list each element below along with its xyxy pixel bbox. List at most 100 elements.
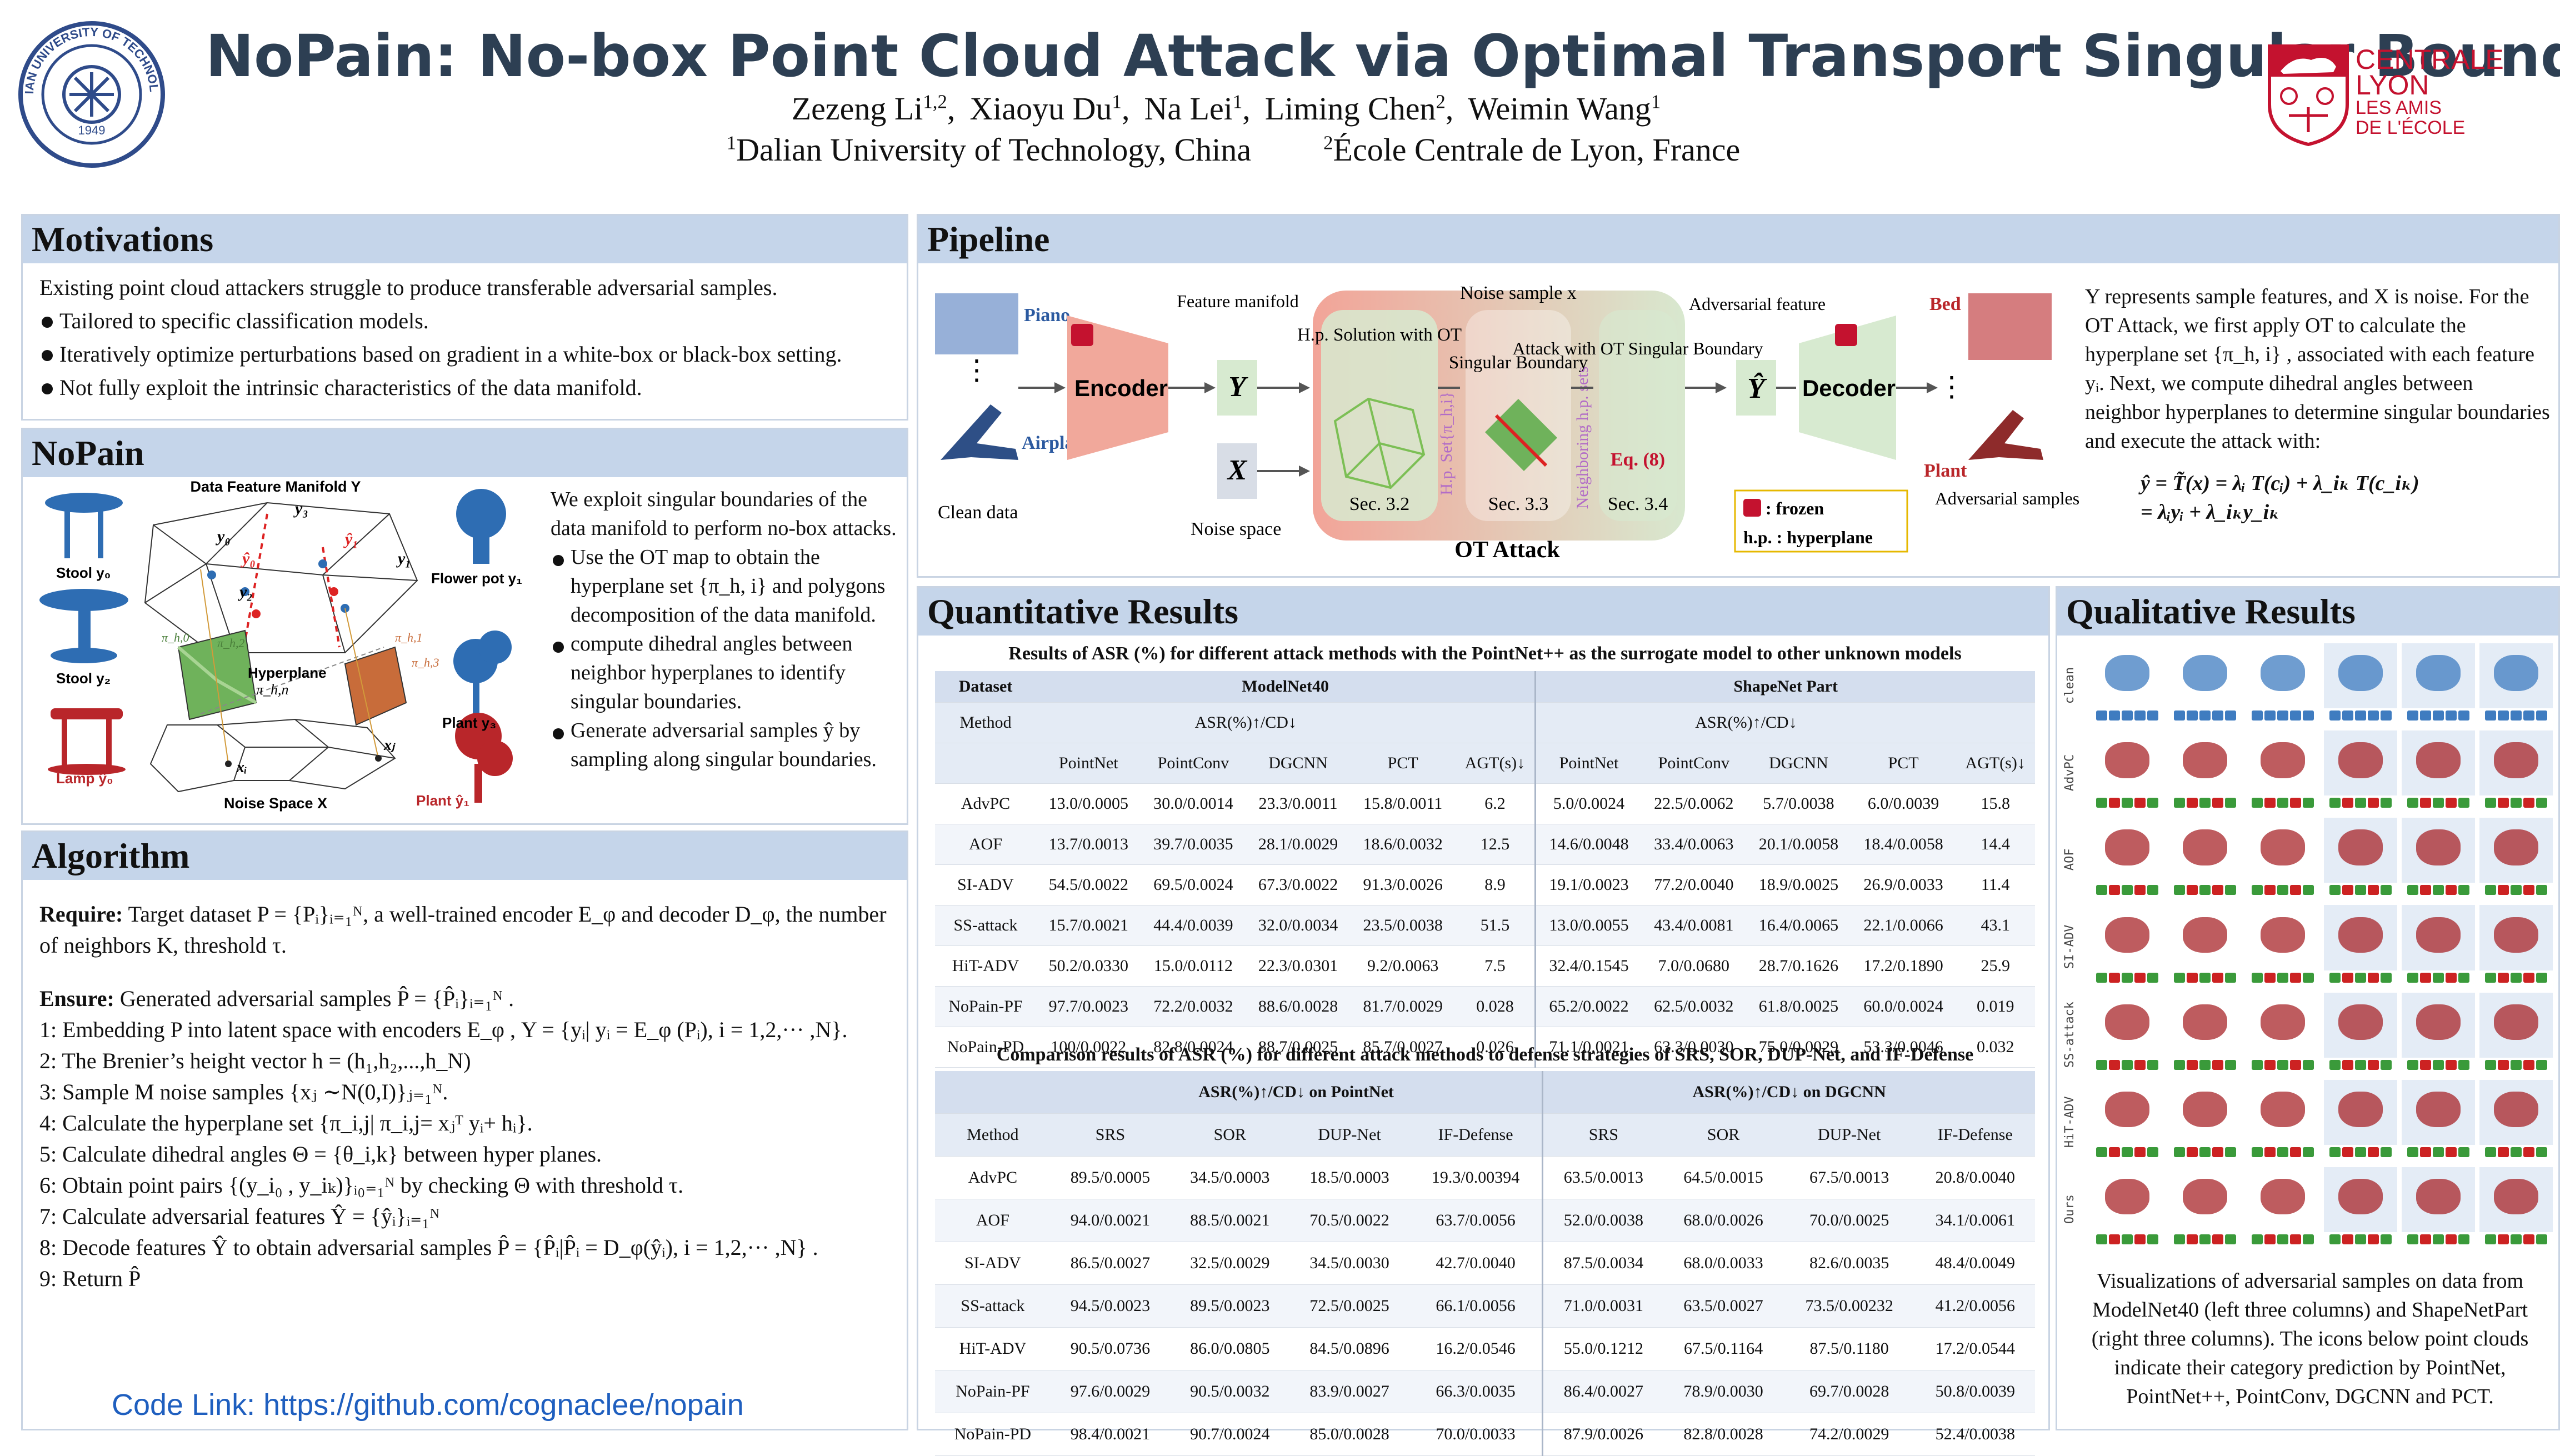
prediction-icon [2187, 798, 2198, 808]
prediction-icon [2277, 798, 2288, 808]
hp-set-label: H.p. Set{π_h,i} [1437, 391, 1456, 495]
pipeline-panel: Pipeline ⋮ Piano Airplane Clean data Enc… [917, 214, 2560, 578]
code-link[interactable]: Code Link: https://github.com/cognaclee/… [112, 1388, 744, 1422]
qual-sample [2091, 992, 2164, 1058]
table-cell: SRS [1542, 1113, 1664, 1157]
qual-sample [2479, 730, 2553, 796]
nopain-intro: We exploit singular boundaries of the da… [551, 488, 897, 540]
table-cell: 87.5/0.0034 [1542, 1242, 1664, 1285]
prediction-icon [2355, 972, 2366, 983]
qual-sample [2168, 643, 2242, 709]
table-cell: 63.5/0.0013 [1542, 1156, 1664, 1199]
centrale-line1: CENTRALE [2356, 44, 2504, 75]
prediction-icon [2212, 711, 2223, 721]
qual-prediction-icons [2402, 1234, 2475, 1247]
prediction-icon [2420, 711, 2431, 721]
prediction-icon [2122, 711, 2133, 721]
table-cell: 5.0/0.0024 [1534, 783, 1642, 824]
table-cell: 28.7/0.1626 [1746, 945, 1851, 987]
pipeline-equation2: = λᵢyᵢ + λ_iₖy_iₖ [2141, 501, 2281, 524]
prediction-icon [2212, 885, 2223, 895]
bullet-item: compute dihedral angles between neighbor… [551, 629, 901, 716]
prediction-icon [2212, 798, 2223, 808]
prediction-icon [2187, 972, 2198, 983]
prediction-icon [2252, 1059, 2263, 1070]
prediction-icon [2420, 1147, 2431, 1157]
table-cell: NoPain-PF [935, 986, 1037, 1027]
table-cell: 64.5/0.0015 [1663, 1156, 1783, 1199]
qual-sample [2479, 818, 2553, 883]
ensure-text: Generated adversarial samples P̂ = {P̂ᵢ}… [119, 986, 514, 1011]
prediction-icon [2187, 885, 2198, 895]
table-cell: 15.8/0.0011 [1350, 783, 1456, 824]
table-cell: 68.0/0.0026 [1663, 1199, 1783, 1242]
prediction-icon [2264, 711, 2276, 721]
table-cell: 72.5/0.0025 [1289, 1284, 1409, 1328]
prediction-icon [2485, 885, 2496, 895]
qual-prediction-icons [2479, 885, 2553, 897]
prediction-icon [2147, 972, 2158, 983]
table-cell: 52.0/0.0038 [1542, 1199, 1664, 1242]
table-cell: 72.2/0.0032 [1141, 986, 1246, 1027]
prediction-icon [2199, 711, 2211, 721]
table-cell: 34.5/0.0003 [1170, 1156, 1290, 1199]
prediction-icon [2174, 972, 2185, 983]
table-cell: 13.0/0.0005 [1036, 783, 1141, 824]
ensure-label: Ensure: [39, 986, 114, 1011]
qual-prediction-icons [2324, 972, 2397, 985]
table-cell: DGCNN [1246, 743, 1351, 784]
table-cell: 18.4/0.0058 [1851, 824, 1956, 865]
pipeline-label-piano: Piano [1024, 305, 1070, 326]
prediction-icon [2199, 972, 2211, 983]
table-cell: 70.0/0.0033 [1409, 1413, 1543, 1456]
table-cell: 22.1/0.0066 [1851, 905, 1956, 946]
label-hyperplane: Hyperplane [248, 664, 327, 681]
prediction-icon [2446, 1234, 2457, 1244]
prediction-icon [2407, 711, 2418, 721]
table-cell: 22.3/0.0301 [1246, 945, 1351, 987]
table-cell [1956, 702, 2035, 743]
noise-space-label: Noise space [1191, 519, 1281, 539]
author: Na Lei1, [1144, 91, 1251, 127]
qual-prediction-icons [2479, 972, 2553, 985]
motivations-heading: Motivations [23, 216, 907, 263]
nopain-panel: NoPain [21, 428, 908, 825]
X-label: X [1227, 454, 1248, 486]
qual-prediction-icons [2324, 1234, 2397, 1247]
table-cell: 43.1 [1956, 905, 2035, 946]
prediction-icon [2199, 798, 2211, 808]
prediction-icon [2498, 972, 2509, 983]
prediction-icon [2264, 1059, 2276, 1070]
prediction-icon [2109, 798, 2120, 808]
table-cell: ASR(%)↑/CD↓ [1036, 702, 1456, 743]
table-cell: 71.1/0.0021 [1534, 1027, 1642, 1068]
prediction-icon [2290, 972, 2301, 983]
table-cell: 82.6/0.0035 [1783, 1242, 1916, 1285]
prediction-icon [2446, 798, 2457, 808]
prediction-icon [2187, 1234, 2198, 1244]
prediction-icon [2355, 1147, 2366, 1157]
table-cell: 30.0/0.0014 [1141, 783, 1246, 824]
sec34-label: Sec. 3.4 [1608, 494, 1668, 514]
bullet-item: Generate adversarial samples ŷ by sampli… [551, 716, 901, 774]
qual-prediction-icons [2402, 1059, 2475, 1072]
prediction-icon [2225, 885, 2236, 895]
prediction-icon [2511, 972, 2522, 983]
prediction-icon [2433, 972, 2444, 983]
prediction-icon [2109, 885, 2120, 895]
prediction-icon [2096, 1234, 2107, 1244]
prediction-icon [2511, 798, 2522, 808]
qual-prediction-icons [2402, 885, 2475, 897]
prediction-icon [2407, 1234, 2418, 1244]
prediction-icon [2329, 798, 2341, 808]
prediction-icon [2329, 1147, 2341, 1157]
quantitative-panel: Quantitative Results Results of ASR (%) … [917, 586, 2050, 1456]
label-yhat0: ŷ₀ [241, 549, 256, 568]
prediction-icon [2342, 711, 2353, 721]
